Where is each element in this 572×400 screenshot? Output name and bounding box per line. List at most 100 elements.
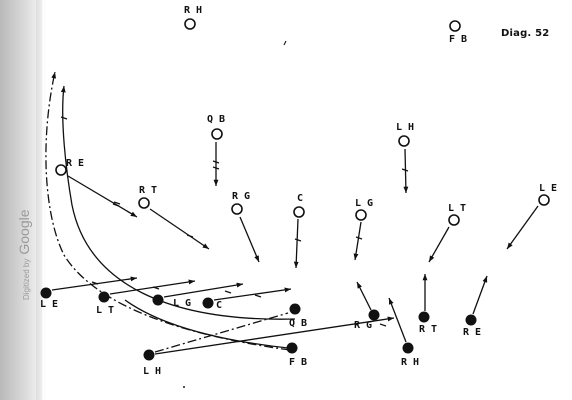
offense-marker — [40, 287, 52, 299]
defense-player-lt: L T — [448, 203, 466, 226]
offense-marker — [402, 342, 414, 354]
offense-label: R E — [463, 327, 481, 338]
offense-player-rt: R T — [418, 311, 437, 335]
offense-player-le: L E — [40, 287, 58, 310]
c-block — [213, 287, 292, 301]
offense-label: R G — [354, 320, 372, 331]
route-tick — [152, 286, 160, 290]
offense-label: L G — [173, 298, 191, 309]
defense-player-re: R E — [55, 158, 84, 176]
le-defense-route — [506, 205, 539, 250]
offense-marker — [465, 314, 477, 326]
offense-marker — [418, 311, 430, 323]
defense-player-lg: L G — [355, 198, 373, 221]
re-defense-route — [67, 175, 138, 218]
movement-paths — [45, 40, 539, 388]
lg-defense-route — [353, 221, 362, 261]
c-defense-route — [293, 218, 299, 269]
offense-marker — [98, 291, 110, 303]
defense-player-qb: Q B — [207, 114, 225, 140]
defense-marker — [449, 20, 461, 32]
offense-label: R H — [401, 357, 419, 368]
print-mark — [183, 386, 185, 388]
rg-defense-route — [239, 216, 260, 263]
offense-player-rh: R H — [401, 342, 419, 368]
defense-player-lh: L H — [396, 122, 414, 147]
offense-marker — [368, 309, 380, 321]
le-block — [51, 276, 138, 291]
route-tick — [91, 281, 99, 285]
route-tick — [224, 290, 232, 294]
offense-label: Q B — [289, 318, 307, 329]
fb-route-segment — [124, 299, 289, 349]
defense-label: F B — [449, 34, 467, 45]
defense-label: C — [297, 193, 303, 204]
defense-marker — [355, 209, 367, 221]
defense-player-fb: F B — [449, 20, 467, 45]
route-tick — [60, 116, 68, 120]
defense-marker — [448, 214, 460, 226]
lt-defense-route — [428, 226, 450, 263]
defense-label: L T — [448, 203, 466, 214]
page-gutter-shadow — [0, 0, 42, 400]
defense-label: L H — [396, 122, 414, 133]
rg-block — [356, 281, 372, 311]
offense-label: L E — [40, 299, 58, 310]
route-tick — [401, 168, 409, 172]
lh-defense-route — [403, 148, 409, 194]
fb-sweep-route — [45, 71, 291, 351]
defense-label: L G — [355, 198, 373, 209]
defense-label: L E — [539, 183, 557, 194]
offense-player-re: R E — [463, 314, 481, 338]
route-tick — [379, 323, 387, 327]
players: L E L T L G C Q B R G R T R E L H F B R H R H F B Q B… — [40, 5, 557, 377]
defense-player-rh: R H — [184, 5, 202, 30]
lh-route — [154, 316, 395, 355]
route-tick — [113, 201, 121, 205]
rt-defense-route — [149, 208, 210, 250]
defense-marker — [211, 128, 223, 140]
defense-marker — [538, 194, 550, 206]
qb-sweep-route — [60, 85, 296, 320]
offense-marker — [152, 294, 164, 306]
offense-label: C — [216, 300, 222, 311]
defense-marker — [184, 18, 196, 30]
lt-block — [109, 279, 196, 295]
offense-player-rg: R G — [354, 309, 380, 331]
offense-marker — [286, 342, 298, 354]
route-tick — [212, 166, 220, 170]
rh-block — [388, 297, 407, 343]
diagram-number: Diag. 52 — [501, 28, 550, 39]
re-block — [472, 275, 488, 315]
defense-player-rt: R T — [138, 185, 157, 209]
defense-player-c: C — [293, 193, 305, 218]
offense-marker — [202, 297, 214, 309]
defense-marker — [293, 206, 305, 218]
offense-label: L H — [143, 366, 161, 377]
route-tick — [212, 160, 220, 164]
offense-player-lg: L G — [152, 294, 191, 309]
defense-marker — [138, 197, 150, 209]
offense-player-lt: L T — [96, 291, 114, 316]
offense-player-qb: Q B — [289, 303, 307, 329]
route-tick — [112, 203, 120, 207]
route-tick — [254, 294, 262, 298]
offense-marker — [143, 349, 155, 361]
offense-player-lh: L H — [143, 349, 161, 377]
page-gutter-edge — [36, 0, 46, 400]
defense-marker — [231, 203, 243, 215]
offense-label: R T — [419, 324, 437, 335]
defense-label: R G — [232, 191, 250, 202]
lg-block — [163, 282, 244, 298]
defense-marker — [55, 164, 67, 176]
defense-label: Q B — [207, 114, 225, 125]
route-tick — [355, 236, 363, 240]
route-tick — [186, 234, 194, 238]
defense-player-le: L E — [538, 183, 557, 206]
defense-label: R E — [66, 158, 84, 169]
offense-label: F B — [289, 357, 307, 368]
route-tick — [294, 238, 302, 242]
defense-label: R H — [184, 5, 202, 16]
